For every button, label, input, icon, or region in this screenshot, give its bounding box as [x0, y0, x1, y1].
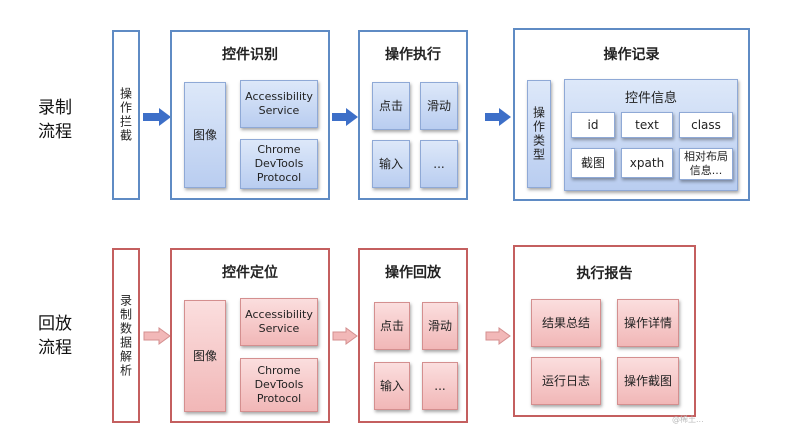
- execute-more-box: ...: [420, 140, 458, 188]
- watermark: @稀土...: [672, 415, 704, 424]
- replay-arrow-2: [332, 327, 358, 345]
- execute-click-box: 点击: [372, 82, 410, 130]
- info-cell-relative-layout: 相对布局 信息...: [679, 148, 733, 180]
- replay-arrow-1: [143, 327, 171, 345]
- operation-type-box: 操作类型: [527, 80, 551, 188]
- info-cell-screenshot: 截图: [571, 148, 615, 178]
- operation-type-label: 操作类型: [531, 106, 546, 162]
- control-identify-title: 控件识别: [222, 47, 278, 63]
- execute-swipe-box: 滑动: [420, 82, 458, 130]
- info-cell-class: class: [679, 112, 733, 138]
- replay-flow-label: 回放 流程: [38, 314, 72, 358]
- operation-execute-frame: 操作执行 点击 滑动 输入 ...: [358, 30, 468, 200]
- record-flow-label: 录制 流程: [38, 98, 72, 142]
- execution-report-title: 执行报告: [576, 266, 633, 282]
- report-log-box: 运行日志: [531, 357, 601, 405]
- identify-chrome-box: Chrome DevTools Protocol: [240, 139, 318, 189]
- report-details-box: 操作详情: [617, 299, 679, 347]
- identify-image-box: 图像: [184, 82, 226, 188]
- report-summary-box: 结果总结: [531, 299, 601, 347]
- control-identify-frame: 控件识别 图像 Accessibility Service Chrome Dev…: [170, 30, 330, 200]
- operation-execute-title: 操作执行: [385, 47, 441, 63]
- replay-parse-label: 录制数据解析: [118, 293, 133, 378]
- execution-report-frame: 执行报告 结果总结 操作详情 运行日志 操作截图: [513, 245, 696, 417]
- operation-log-frame: 操作记录 操作类型 控件信息 id text class 截图 xpath 相对…: [513, 28, 750, 201]
- replay-input-box: 输入: [374, 362, 410, 410]
- locate-accessibility-box: Accessibility Service: [240, 298, 318, 346]
- info-cell-xpath: xpath: [621, 148, 673, 178]
- execute-input-box: 输入: [372, 140, 410, 188]
- report-screenshot-box: 操作截图: [617, 357, 679, 405]
- operation-log-title: 操作记录: [603, 47, 660, 63]
- info-cell-id: id: [571, 112, 615, 138]
- intercept-label: 操作拦截: [118, 87, 133, 143]
- record-arrow-2: [332, 108, 358, 126]
- control-info-title: 控件信息: [624, 91, 677, 106]
- replay-more-box: ...: [422, 362, 458, 410]
- control-locate-title: 控件定位: [222, 265, 278, 281]
- intercept-box: 操作拦截: [112, 30, 140, 200]
- locate-chrome-box: Chrome DevTools Protocol: [240, 358, 318, 412]
- record-arrow-3: [485, 108, 511, 126]
- replay-parse-box: 录制数据解析: [112, 248, 140, 423]
- info-cell-text: text: [621, 112, 673, 138]
- control-locate-frame: 控件定位 图像 Accessibility Service Chrome Dev…: [170, 248, 330, 423]
- operation-replay-title: 操作回放: [385, 265, 441, 281]
- replay-click-box: 点击: [374, 302, 410, 350]
- control-info-panel: 控件信息 id text class 截图 xpath 相对布局 信息...: [564, 79, 738, 191]
- identify-accessibility-box: Accessibility Service: [240, 80, 318, 128]
- locate-image-box: 图像: [184, 300, 226, 412]
- operation-replay-frame: 操作回放 点击 滑动 输入 ...: [358, 248, 468, 423]
- replay-arrow-3: [485, 327, 511, 345]
- record-arrow-1: [143, 108, 171, 126]
- replay-swipe-box: 滑动: [422, 302, 458, 350]
